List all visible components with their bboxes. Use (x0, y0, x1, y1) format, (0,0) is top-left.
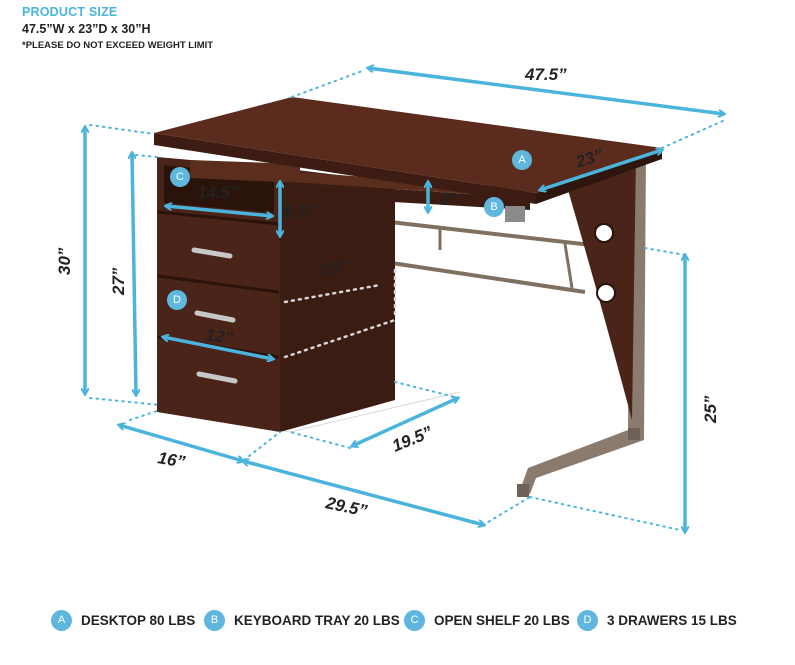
drawer-handle-3 (196, 371, 238, 384)
label-total-height: 30” (55, 247, 74, 275)
legend-label-drawers: 3 DRAWERS 15 LBS (607, 612, 737, 628)
desk-dimension-diagram: 47.5” 23” 30” 27” 14.5” 5.5” 3” 15” 12” … (55, 0, 795, 600)
arrow-width-top (368, 68, 724, 114)
cabinet-side (280, 168, 395, 432)
desktop-front-edge (154, 133, 536, 204)
badge-c: C (170, 167, 190, 187)
arrow-knee-width (352, 398, 458, 446)
label-cabinet-depth: 16” (156, 448, 187, 472)
arrow-shelf-width (166, 206, 272, 216)
legend-badge-a: A (51, 609, 72, 631)
desktop-surface (154, 97, 662, 193)
legend-label-desktop: DESKTOP 80 LBS (81, 612, 196, 628)
extension-lines (89, 69, 726, 531)
knee-space-outline (283, 268, 397, 359)
dimension-arrows (85, 68, 724, 532)
label-leg-height: 25” (701, 395, 720, 424)
badge-a: A (512, 150, 532, 170)
arrow-drawer-width (163, 337, 273, 359)
weight-limit-warning: *PLEASE DO NOT EXCEED WEIGHT LIMIT (22, 40, 214, 51)
badge-d: D (167, 290, 187, 310)
legend-label-open-shelf: OPEN SHELF 20 LBS (434, 612, 570, 628)
legend-label-keyboard-tray: KEYBOARD TRAY 20 LBS (234, 612, 400, 628)
weight-legend: A DESKTOP 80 LBS B KEYBOARD TRAY 20 LBS … (0, 608, 795, 632)
crossbar-lower (384, 260, 586, 294)
legend-item-keyboard-tray: B KEYBOARD TRAY 20 LBS (204, 608, 400, 632)
legend-badge-b: B (204, 609, 225, 631)
drawer-handle-2 (194, 310, 236, 323)
product-size-header: PRODUCT SIZE 47.5”W x 23”D x 30”H *PLEAS… (22, 6, 213, 51)
label-shelf-height: 5.5” (283, 202, 316, 221)
svg-text:C: C (176, 171, 184, 183)
badge-b: B (484, 197, 504, 217)
label-drawer-width: 12” (204, 325, 234, 348)
label-tray-height: 3” (440, 190, 458, 209)
crossbar-upper (389, 220, 601, 248)
label-cabinet-height: 27” (109, 267, 128, 296)
legend-item-drawers: D 3 DRAWERS 15 LBS (577, 608, 737, 632)
label-width-top: 47.5” (524, 65, 567, 84)
arrow-cabinet-depth (119, 425, 243, 461)
cabinet-front (157, 157, 280, 432)
arrow-cabinet-height (132, 153, 136, 395)
product-size-title: PRODUCT SIZE (22, 5, 118, 19)
arrow-floor-width (243, 461, 484, 525)
label-floor-width: 29.5” (323, 493, 369, 521)
legend-badge-d: D (577, 609, 598, 631)
label-shelf-width: 14.5” (197, 183, 239, 202)
svg-text:D: D (173, 294, 181, 306)
legend-badge-c: C (404, 609, 425, 631)
drawer-handle-1 (191, 247, 233, 259)
arrow-depth-top (540, 150, 662, 190)
keyboard-tray (290, 182, 530, 210)
legend-item-open-shelf: C OPEN SHELF 20 LBS (404, 608, 570, 632)
svg-text:A: A (518, 154, 526, 166)
product-size-dimensions: 47.5”W x 23”D x 30”H (22, 21, 151, 36)
svg-text:B: B (490, 201, 497, 213)
label-knee-depth: 15” (319, 256, 350, 280)
legend-item-desktop: A DESKTOP 80 LBS (51, 608, 195, 632)
